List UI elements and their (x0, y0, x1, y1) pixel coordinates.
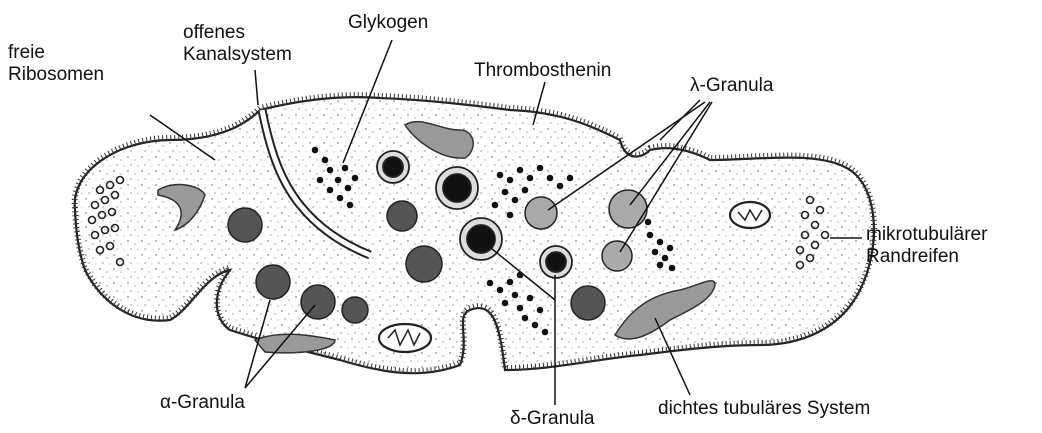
mitochondrion-bottom (379, 324, 431, 352)
label-thrombosthenin: Thrombosthenin (474, 60, 611, 82)
label-free-ribosomes: freie Ribosomen (8, 42, 104, 86)
label-alpha-granules: α-Granula (160, 392, 245, 414)
label-open-canal-system: offenes Kanalsystem (183, 22, 292, 66)
label-dense-tubular-system: dichtes tubuläres System (658, 398, 870, 420)
label-lambda-granules: λ-Granula (690, 75, 773, 97)
label-open-canal-line1: offenes (183, 22, 292, 44)
label-open-canal-line2: Kanalsystem (183, 44, 292, 66)
label-glycogen: Glykogen (348, 12, 428, 34)
mitochondrion-right (730, 202, 770, 228)
label-delta-granules: δ-Granula (510, 408, 595, 430)
label-microtubular-ring: mikrotubulärer Randreifen (866, 224, 987, 268)
label-free-ribosomes-line1: freie (8, 42, 104, 64)
label-microtubular-line1: mikrotubulärer (866, 224, 987, 246)
label-microtubular-line2: Randreifen (866, 246, 987, 268)
label-free-ribosomes-line2: Ribosomen (8, 64, 104, 86)
